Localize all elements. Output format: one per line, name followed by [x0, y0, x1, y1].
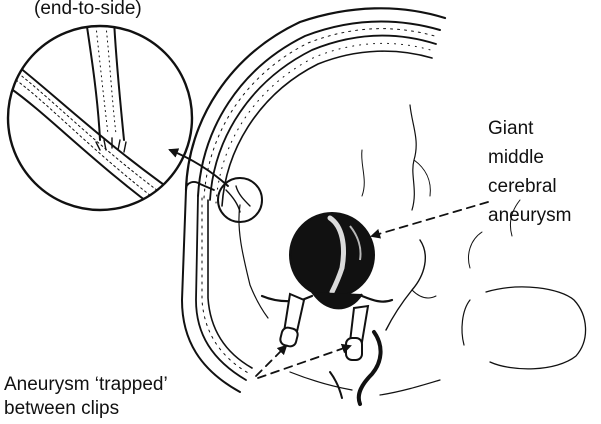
aneurysm-label-line-2: middle: [488, 147, 544, 168]
trapped-label-line-1: Aneurysm ‘trapped’: [4, 374, 168, 395]
aneurysm-label-line-3: cerebral: [488, 176, 557, 197]
magnified-inset: [8, 20, 200, 226]
aneurysm-label-line-1: Giant: [488, 118, 534, 139]
trapped-label: Aneurysm ‘trapped’ between clips: [4, 374, 168, 419]
anastomosis-label: (end-to-side): [34, 0, 142, 19]
trapped-label-line-2: between clips: [4, 398, 119, 419]
aneurysm-label: Giant middle cerebral aneurysm: [488, 118, 571, 226]
anastomosis-site: [218, 178, 262, 222]
cortical-vessels: [239, 105, 520, 330]
aneurysm-label-line-4: aneurysm: [488, 205, 571, 226]
skull-outline: [186, 8, 445, 206]
scalp-flap: [182, 182, 252, 392]
distal-clip: [346, 306, 368, 360]
giant-aneurysm: [262, 213, 392, 308]
